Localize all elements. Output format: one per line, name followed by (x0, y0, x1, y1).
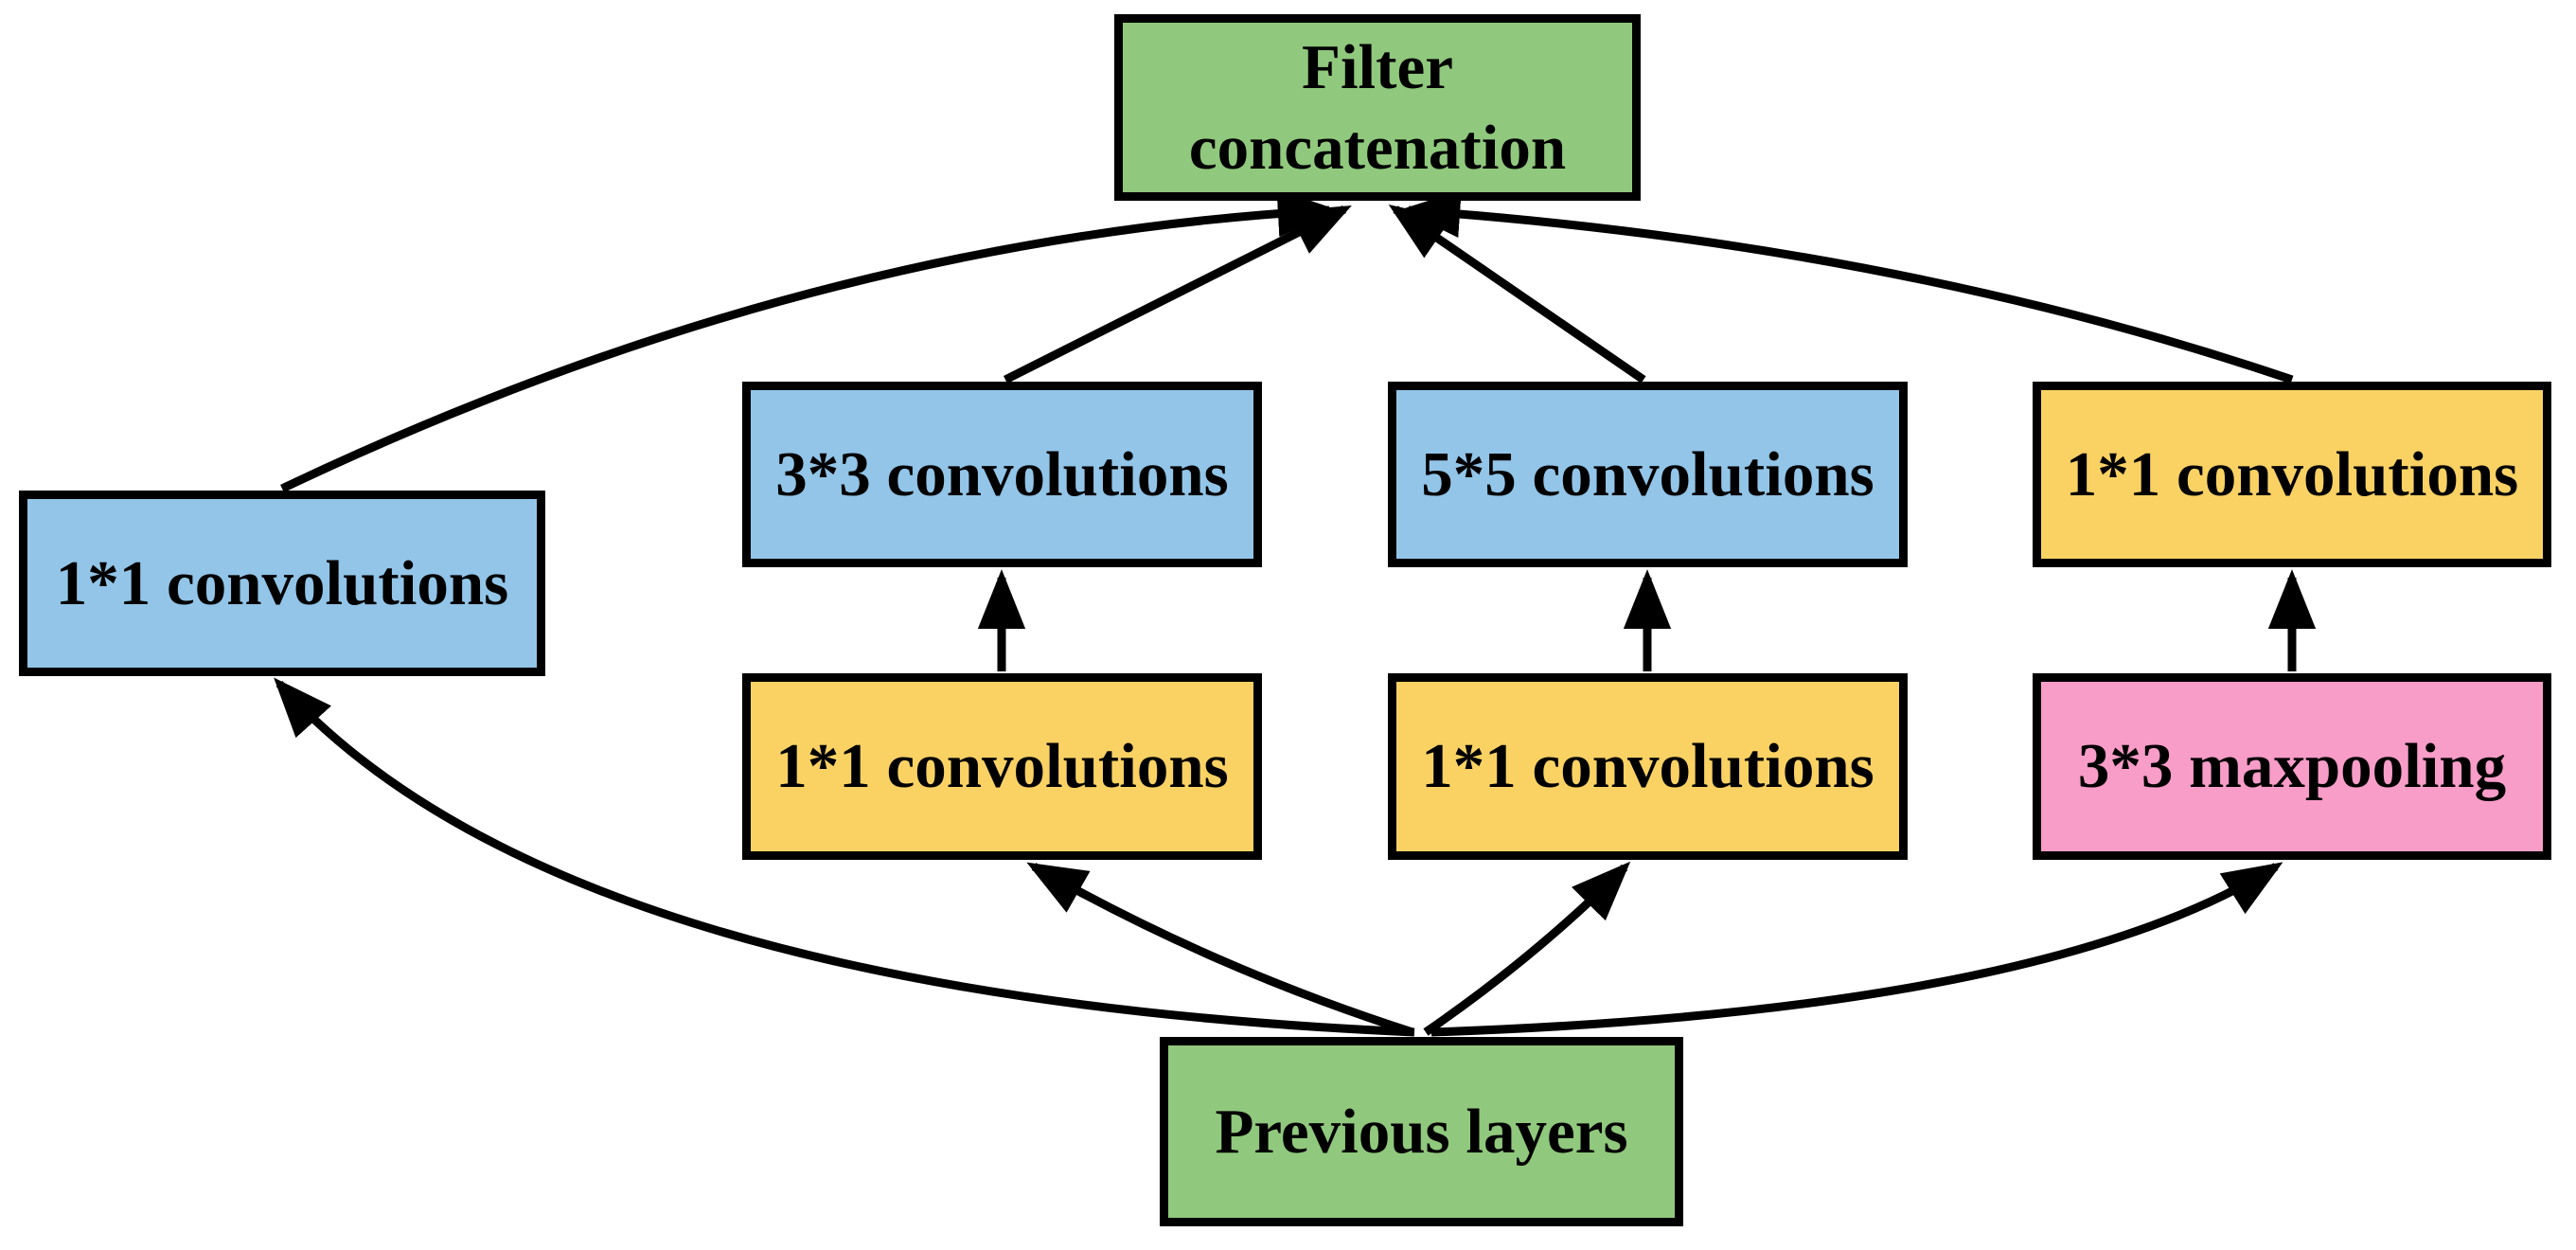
edge-conv3x3-to-concat-arrow (1003, 205, 1352, 384)
node-label-maxpool3x3: 3*3 maxpooling (2077, 731, 2507, 802)
node-label-filter-concatenation: Filter concatenation (1188, 32, 1567, 183)
node-label-conv3x3: 3*3 convolutions (775, 438, 1229, 509)
edge-conv5x5-to-concat-arrow (1388, 205, 1646, 384)
edge-previous-to-conv1x1-left-arrow (274, 677, 1415, 1037)
node-conv1x1-left: 1*1 convolutions (19, 491, 545, 676)
node-conv3x3: 3*3 convolutions (742, 382, 1262, 567)
node-conv1x1-right: 1*1 convolutions (2033, 382, 2551, 567)
edge-previous-to-maxpool-arrow (1430, 862, 2283, 1037)
edge-conv1x1-left-to-concat-arrow (280, 188, 1338, 493)
node-maxpool3x3: 3*3 maxpooling (2033, 673, 2551, 860)
node-label-conv1x1-left: 1*1 convolutions (55, 547, 509, 618)
node-label-previous-layers: Previous layers (1215, 1096, 1628, 1167)
node-conv5x5: 5*5 convolutions (1388, 382, 1908, 567)
node-conv1x1-mid-left: 1*1 convolutions (742, 673, 1262, 860)
node-label-conv1x1-mid-left: 1*1 convolutions (775, 731, 1229, 802)
node-filter-concatenation: Filter concatenation (1114, 14, 1641, 201)
edge-conv1x1-right-to-concat-arrow (1400, 189, 2294, 384)
node-label-conv1x1-right: 1*1 convolutions (2065, 438, 2519, 509)
edge-previous-to-midright-arrow (1423, 861, 1631, 1036)
node-previous-layers: Previous layers (1160, 1037, 1683, 1226)
node-label-conv1x1-mid-right: 1*1 convolutions (1421, 731, 1874, 802)
node-label-conv5x5: 5*5 convolutions (1421, 438, 1874, 509)
node-conv1x1-mid-right: 1*1 convolutions (1388, 673, 1908, 860)
edge-previous-to-midleft-arrow (1026, 862, 1414, 1037)
